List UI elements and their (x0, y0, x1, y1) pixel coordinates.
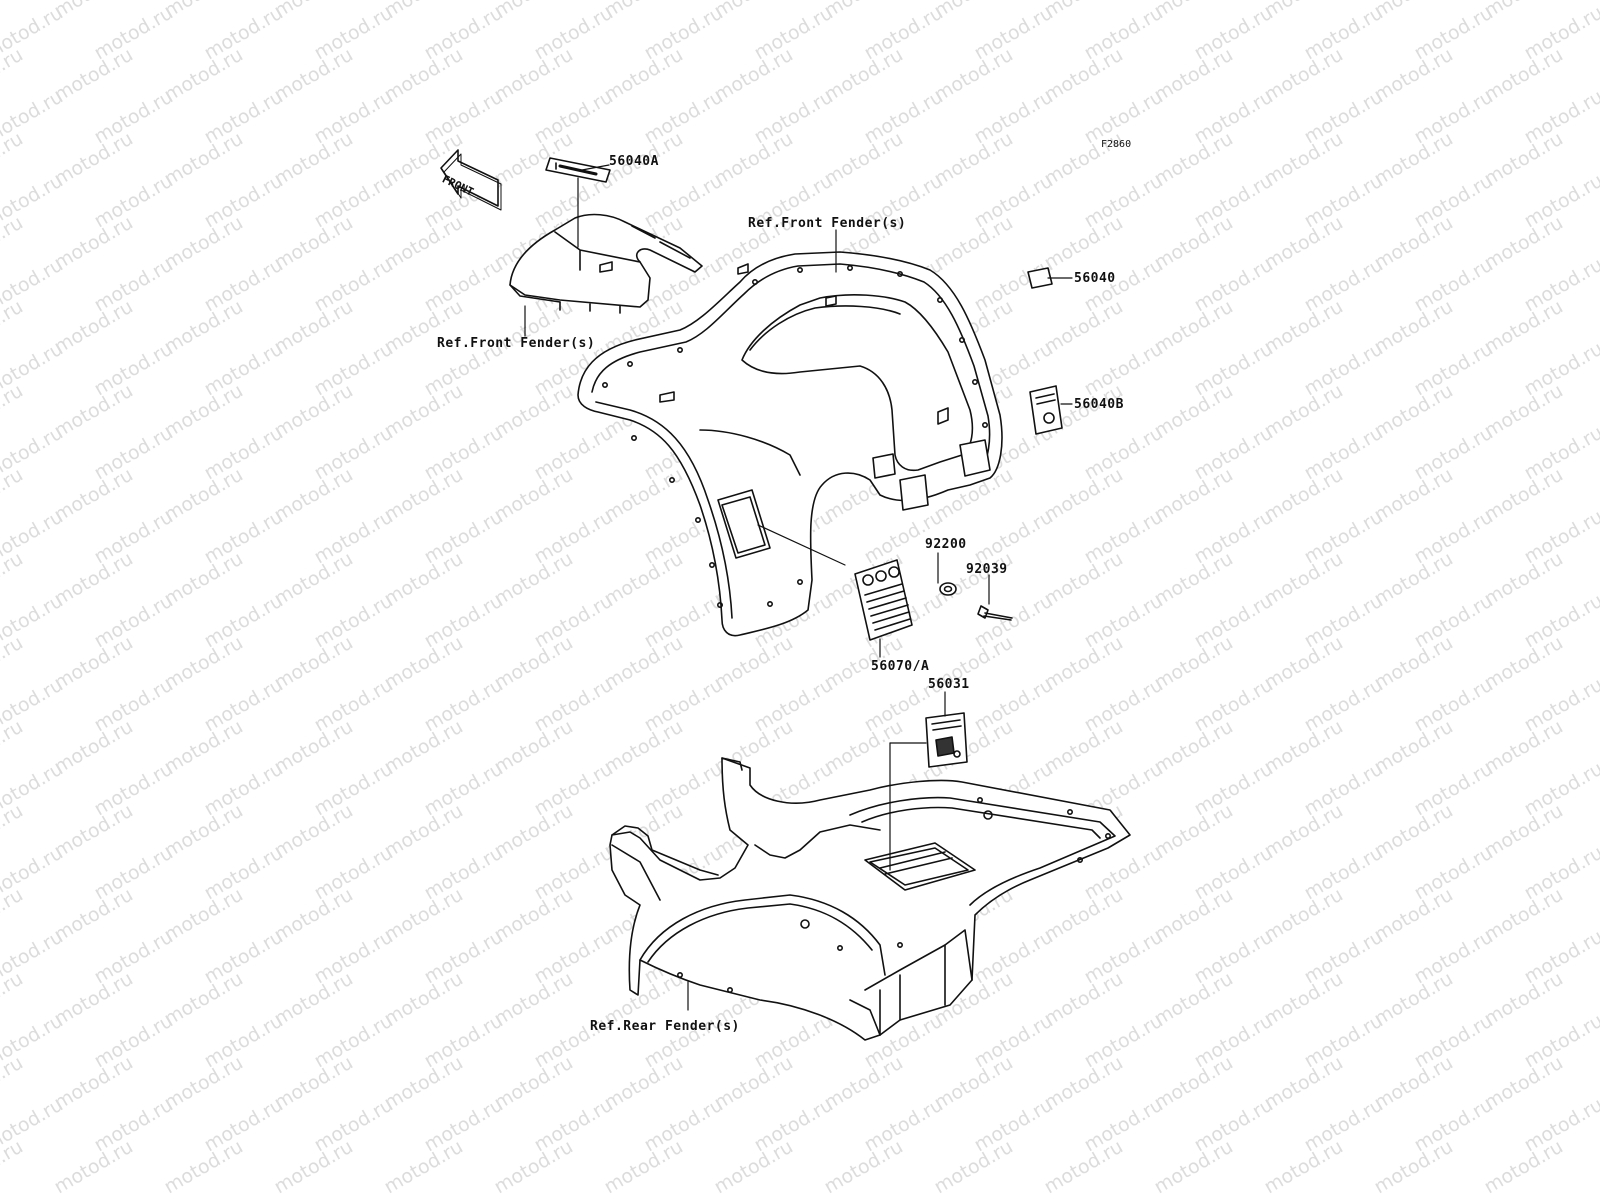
callout-56031: 56031 (928, 677, 970, 692)
rear-fender-body (609, 757, 1131, 1041)
callout-92200: 92200 (925, 537, 967, 552)
decal-56040B (1029, 385, 1063, 435)
callout-ref-rear-fender: Ref.Rear Fender(s) (590, 1019, 740, 1034)
fuse-label-56070A (854, 559, 913, 641)
pin-92039 (977, 605, 1013, 621)
callout-56070A: 56070/A (871, 659, 930, 674)
front-direction-arrow-icon (440, 149, 502, 211)
decal-56040 (1027, 267, 1053, 289)
front-fender-body (577, 251, 1003, 637)
front-cover-part (509, 213, 703, 314)
callout-ref-front-fender-upper: Ref.Front Fender(s) (748, 216, 907, 231)
leader-lines (524, 164, 1073, 1011)
warning-label-56031 (925, 712, 968, 768)
washer-92200 (939, 582, 957, 596)
figure-code: F2860 (1101, 139, 1132, 150)
callout-56040A: 56040A (609, 154, 659, 169)
callout-56040: 56040 (1074, 271, 1116, 286)
callout-56040B: 56040B (1074, 397, 1124, 412)
decal-56040A (545, 157, 611, 183)
callout-92039: 92039 (966, 562, 1008, 577)
callout-ref-front-fender-left: Ref.Front Fender(s) (437, 336, 596, 351)
